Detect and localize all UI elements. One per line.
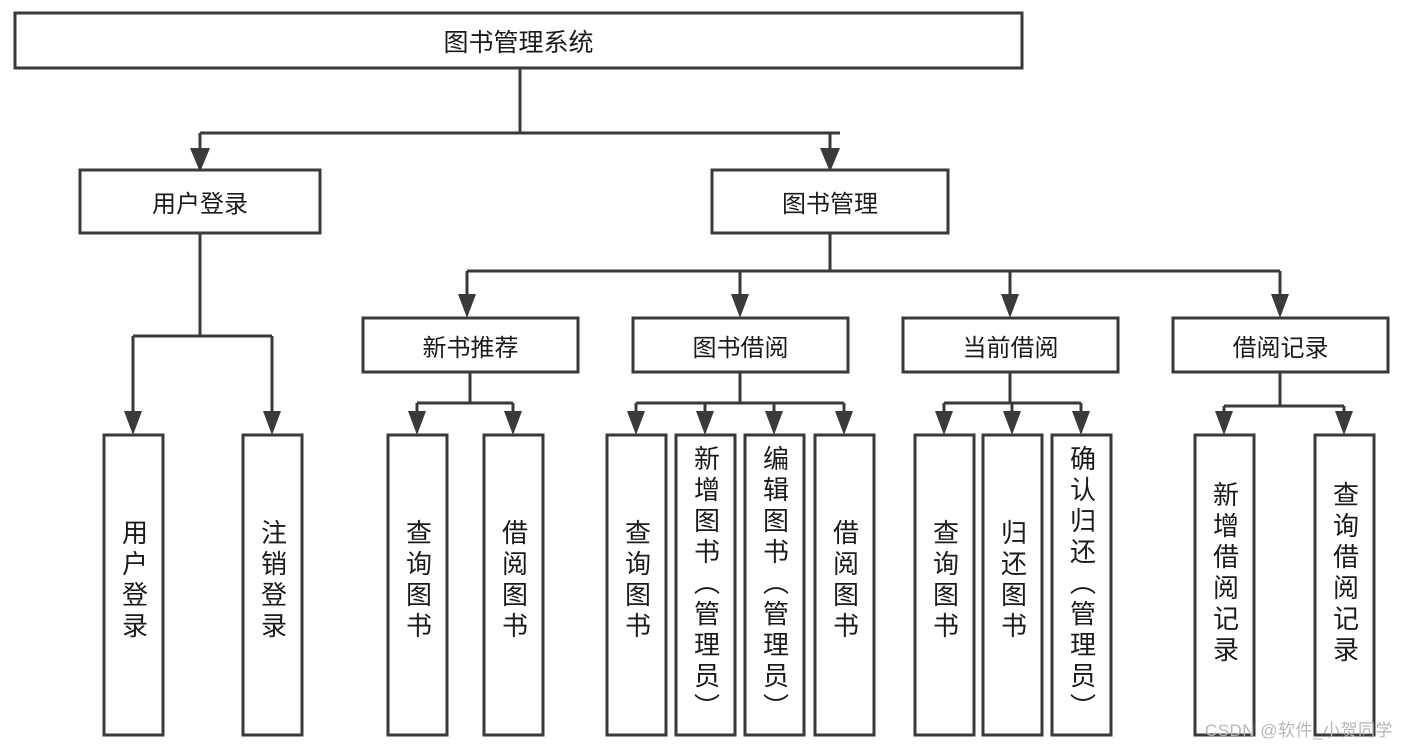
arrowhead-borrow-book-1	[504, 411, 522, 435]
node-box-leaf-return-book[interactable]	[981, 433, 1044, 737]
arrowhead-book-borrow	[731, 294, 749, 318]
connector-group-new-book-recommend	[408, 372, 522, 435]
connector-group-book-borrow	[627, 372, 853, 435]
node-box-leaf-user-login[interactable]	[102, 433, 165, 737]
arrowhead-borrow-record	[1271, 294, 1289, 318]
arrowhead-query-book-2	[627, 411, 645, 435]
arrowhead-add-record	[1215, 411, 1233, 435]
arrowhead-new-book-recommend	[458, 294, 476, 318]
node-box-new-book-recommend[interactable]	[361, 316, 580, 374]
node-box-leaf-query-book-1[interactable]	[386, 433, 449, 737]
arrowhead-book-manage	[820, 148, 840, 172]
node-box-leaf-edit-book[interactable]	[743, 433, 806, 737]
node-box-book-borrow[interactable]	[631, 316, 850, 374]
connector-group-current-borrow	[935, 372, 1090, 435]
node-box-borrow-record[interactable]	[1171, 316, 1390, 374]
node-box-leaf-query-record[interactable]	[1313, 433, 1376, 737]
arrowhead-query-book-3	[935, 411, 953, 435]
node-box-root[interactable]	[13, 11, 1024, 70]
arrowhead-leaf-user-login	[124, 411, 142, 435]
arrowhead-current-borrow	[1001, 294, 1019, 318]
arrowhead-leaf-user-logout	[263, 411, 281, 435]
watermark-text: CSDN @软件_小贺同学	[1204, 721, 1393, 740]
node-box-leaf-borrow-book-1[interactable]	[482, 433, 545, 737]
node-box-leaf-borrow-book-2[interactable]	[813, 433, 876, 737]
node-box-leaf-user-logout[interactable]	[241, 433, 304, 737]
node-box-leaf-add-record[interactable]	[1193, 433, 1256, 737]
arrowhead-query-book-1	[408, 411, 426, 435]
arrowhead-return-book	[1003, 411, 1021, 435]
connector-group-borrow-record	[1215, 372, 1353, 435]
arrowhead-query-record	[1335, 411, 1353, 435]
connector-group-user-login	[124, 233, 281, 435]
node-box-leaf-confirm-return[interactable]	[1050, 433, 1113, 737]
connector-group-book-manage	[458, 233, 1289, 318]
arrowhead-edit-book	[765, 411, 783, 435]
node-box-leaf-query-book-3[interactable]	[913, 433, 976, 737]
arrowhead-add-book	[696, 411, 714, 435]
node-box-book-manage[interactable]	[710, 168, 950, 235]
arrowhead-user-login	[190, 148, 210, 172]
arrowhead-confirm-return	[1072, 411, 1090, 435]
arrowhead-borrow-book-2	[835, 411, 853, 435]
node-box-current-borrow[interactable]	[901, 316, 1120, 374]
node-box-leaf-query-book-2[interactable]	[605, 433, 668, 737]
node-box-leaf-add-book[interactable]	[674, 433, 737, 737]
node-box-user-login[interactable]	[78, 168, 322, 235]
connector-group-root	[190, 68, 840, 172]
